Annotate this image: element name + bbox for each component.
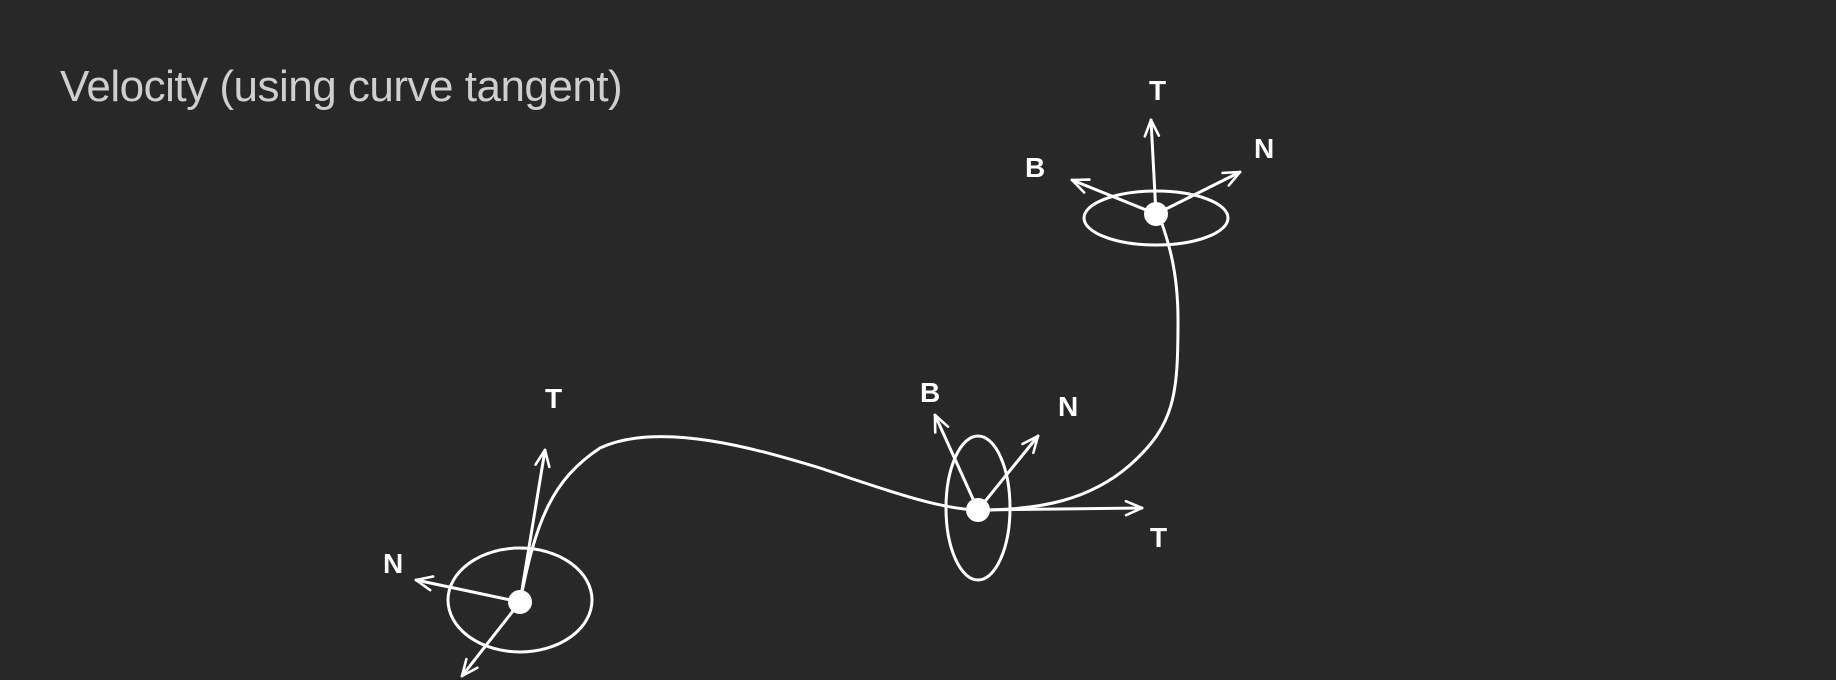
frame-top-normal-label: N [1254,133,1274,164]
frame-middle-binormal-arrow [933,413,980,512]
frame-top-binormal-label: B [1025,152,1045,183]
frame-left: T N [383,383,594,678]
frame-left-tangent-label: T [545,383,562,414]
frame-left-normal-arrow [414,575,522,604]
frame-middle-ring [944,434,1012,582]
frame-top-normal-arrow [1154,170,1242,216]
frame-middle-normal-label: N [1058,391,1078,422]
frame-middle-tangent-label: T [1150,522,1167,553]
frame-left-point [508,590,532,614]
space-curve [518,210,1180,604]
frame-middle: B N T [920,377,1167,582]
frame-middle-binormal-label: B [920,377,940,408]
frame-top-binormal-arrow [1070,178,1158,216]
slide-title: Velocity (using curve tangent) [60,62,623,111]
frame-top-point [1144,202,1168,226]
frame-top-tangent-arrow [1143,118,1161,216]
frame-left-normal-label: N [383,548,403,579]
frame-middle-point [966,498,990,522]
frame-middle-tangent-arrow [976,499,1144,517]
frame-top: T B N [1025,75,1274,247]
frame-left-ring [446,546,594,654]
frame-left-down-arrow [460,600,522,678]
frame-top-tangent-label: T [1149,75,1166,106]
frame-middle-normal-arrow [976,434,1040,512]
frame-left-tangent-arrow [518,448,551,604]
